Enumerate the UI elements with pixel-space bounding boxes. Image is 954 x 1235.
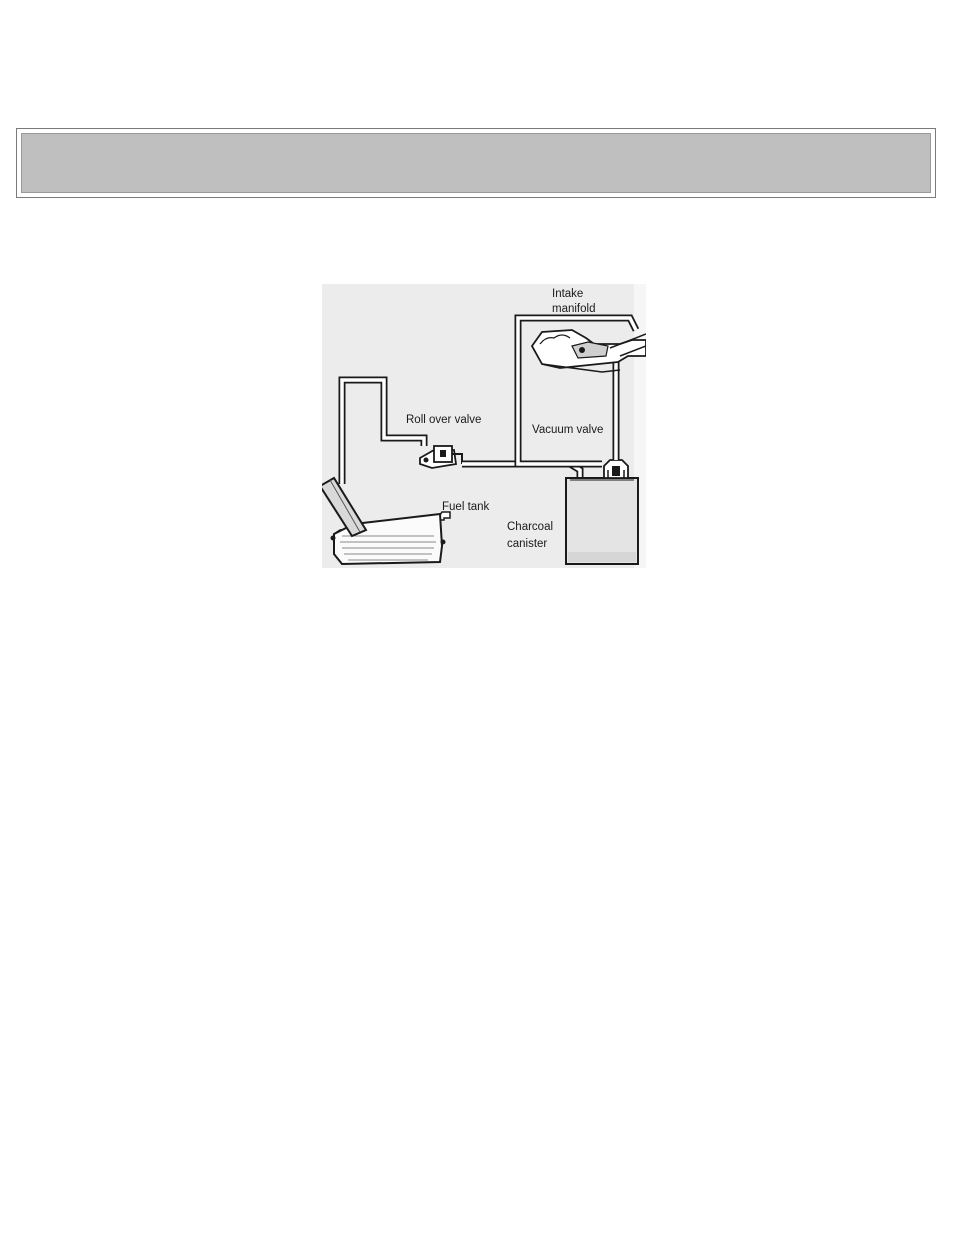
tank-vent-pipe (338, 376, 428, 484)
diagram-svg: Intake manifold Roll over valve Vacuum v… (322, 284, 646, 568)
charcoal-canister (565, 477, 639, 565)
intake-manifold (530, 329, 646, 373)
header-bar-fill (21, 133, 931, 193)
label-canister-line2: canister (507, 538, 547, 550)
label-vacuum-valve: Vacuum valve (532, 424, 603, 436)
filler-neck (322, 476, 368, 538)
label-intake-line2: manifold (552, 303, 595, 315)
label-intake-line1: Intake (552, 288, 583, 300)
vacuum-valve (603, 459, 629, 479)
label-fuel-tank: Fuel tank (442, 501, 490, 513)
roll-over-valve (419, 445, 463, 469)
label-roll-over-valve: Roll over valve (406, 414, 481, 426)
header-bar (16, 128, 936, 198)
evap-system-diagram: Intake manifold Roll over valve Vacuum v… (322, 284, 646, 568)
label-canister-line1: Charcoal (507, 521, 553, 533)
canister-to-manifold-pipe (514, 314, 640, 468)
